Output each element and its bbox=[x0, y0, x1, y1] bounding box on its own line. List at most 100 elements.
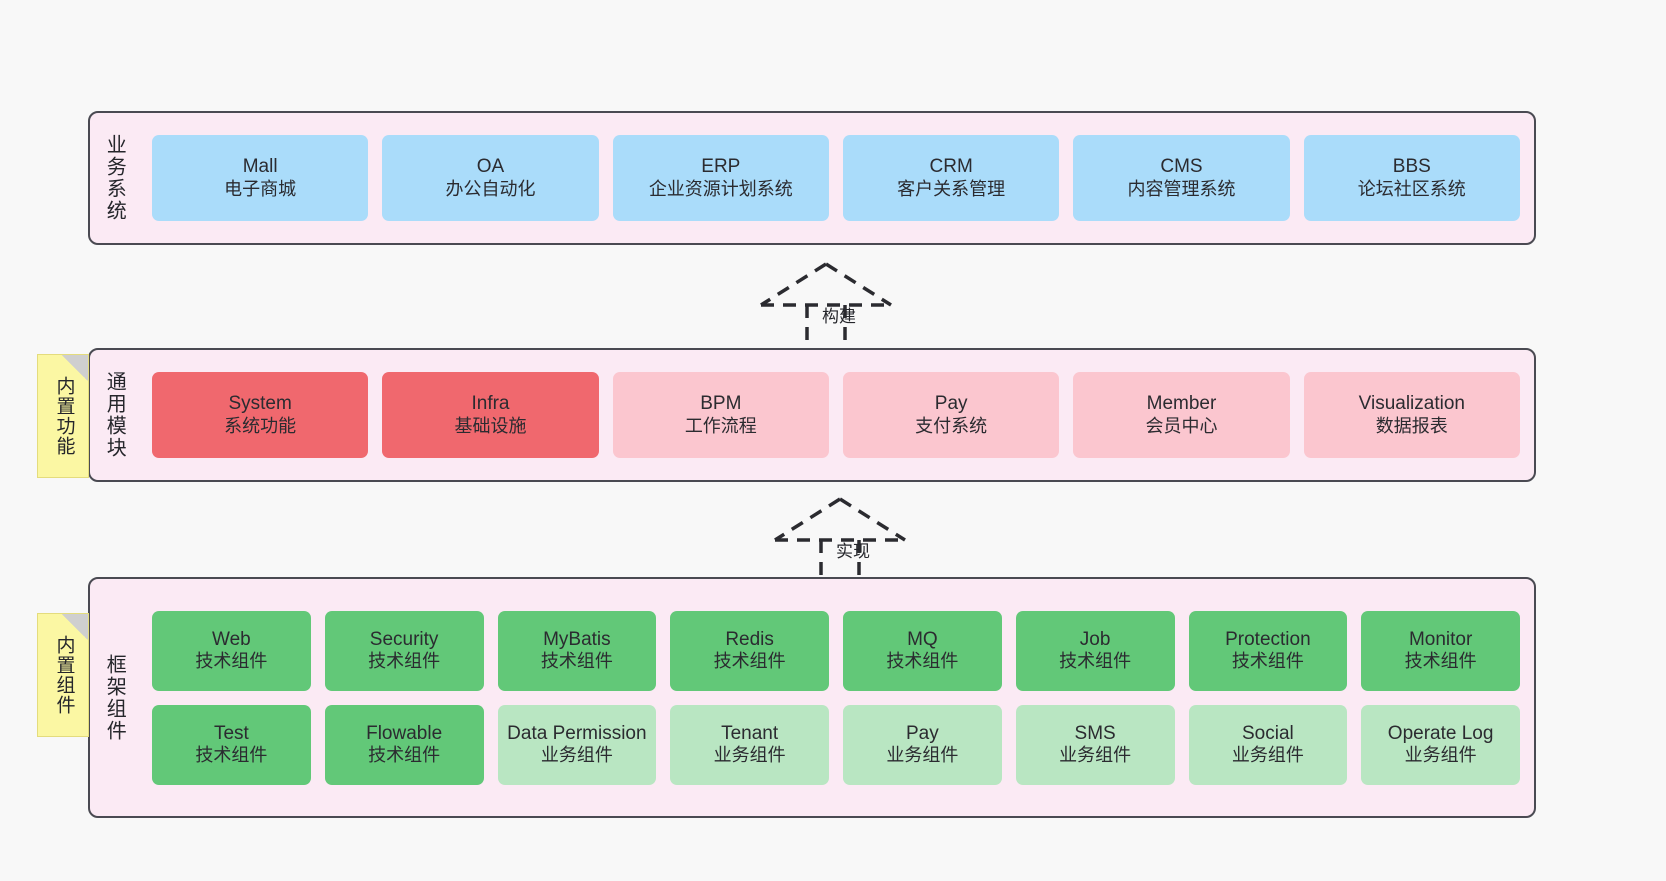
component-card-subtitle: 业务组件 bbox=[1059, 745, 1132, 766]
component-card-title: Pay bbox=[934, 393, 968, 415]
component-card-title: Social bbox=[1242, 722, 1294, 744]
component-card-subtitle: 客户关系管理 bbox=[897, 178, 1006, 199]
component-card-subtitle: 技术组件 bbox=[195, 745, 268, 766]
component-card-title: ERP bbox=[701, 156, 741, 178]
layer-label-framework-components: 框架组件 bbox=[103, 653, 126, 742]
component-card-subtitle: 技术组件 bbox=[886, 651, 959, 672]
component-card-subtitle: 电子商城 bbox=[224, 178, 297, 199]
component-card-title: Infra bbox=[471, 393, 510, 415]
build-arrow-head bbox=[760, 262, 892, 307]
component-card-title: MQ bbox=[907, 628, 938, 650]
component-card-subtitle: 业务组件 bbox=[540, 745, 613, 766]
implement-arrow-stem bbox=[819, 540, 861, 589]
component-card-title: Redis bbox=[725, 628, 774, 650]
component-card-title: SMS bbox=[1074, 722, 1116, 744]
note-builtin-functions: 内置功能 bbox=[37, 354, 89, 478]
component-card-title: CMS bbox=[1160, 156, 1203, 178]
component-card-subtitle: 技术组件 bbox=[540, 651, 613, 672]
component-card-title: Operate Log bbox=[1387, 722, 1494, 744]
component-card-subtitle: 业务组件 bbox=[886, 745, 959, 766]
component-card-subtitle: 内容管理系统 bbox=[1127, 178, 1236, 199]
component-card-subtitle: 业务组件 bbox=[1404, 745, 1477, 766]
component-card-title: Security bbox=[369, 628, 439, 650]
connector-build: 构建 bbox=[741, 258, 911, 358]
connector-build-label: 构建 bbox=[822, 307, 856, 326]
component-card-title: Protection bbox=[1225, 628, 1311, 650]
component-card-title: BPM bbox=[700, 393, 742, 415]
component-card-title: OA bbox=[476, 156, 505, 178]
component-card-title: Monitor bbox=[1408, 628, 1473, 650]
component-card-subtitle: 会员中心 bbox=[1145, 415, 1218, 436]
component-card-subtitle: 技术组件 bbox=[1231, 651, 1304, 672]
component-card-title: Member bbox=[1146, 393, 1217, 415]
component-card-subtitle: 支付系统 bbox=[915, 415, 988, 436]
component-card-title: Flowable bbox=[366, 722, 443, 744]
component-card-subtitle: 论坛社区系统 bbox=[1357, 178, 1466, 199]
connector-implement: 实现 bbox=[755, 493, 925, 593]
component-card-title: Tenant bbox=[721, 722, 779, 744]
component-card-title: MyBatis bbox=[543, 628, 611, 650]
component-card-title: Visualization bbox=[1358, 393, 1465, 415]
component-card-subtitle: 系统功能 bbox=[224, 415, 297, 436]
component-card-subtitle: 数据报表 bbox=[1375, 415, 1448, 436]
component-card-subtitle: 工作流程 bbox=[684, 415, 757, 436]
component-card-title: Data Permission bbox=[507, 722, 647, 744]
component-card-subtitle: 技术组件 bbox=[195, 651, 268, 672]
component-card-subtitle: 技术组件 bbox=[713, 651, 786, 672]
component-card-title: System bbox=[228, 393, 292, 415]
component-card-title: BBS bbox=[1392, 156, 1431, 178]
component-card-subtitle: 企业资源计划系统 bbox=[648, 178, 793, 199]
layer-label-business-systems: 业务系统 bbox=[103, 134, 126, 222]
note-builtin-components: 内置组件 bbox=[37, 613, 89, 737]
component-card-subtitle: 技术组件 bbox=[368, 745, 441, 766]
component-card-subtitle: 技术组件 bbox=[1404, 651, 1477, 672]
component-card-subtitle: 技术组件 bbox=[1059, 651, 1132, 672]
component-card-title: Web bbox=[212, 628, 251, 650]
component-card-subtitle: 办公自动化 bbox=[445, 178, 536, 199]
component-card-title: Pay bbox=[906, 722, 939, 744]
component-card-subtitle: 技术组件 bbox=[368, 651, 441, 672]
component-card-subtitle: 业务组件 bbox=[713, 745, 786, 766]
build-arrow-stem bbox=[805, 305, 847, 354]
component-card-title: Job bbox=[1079, 628, 1111, 650]
component-card-title: CRM bbox=[929, 156, 973, 178]
